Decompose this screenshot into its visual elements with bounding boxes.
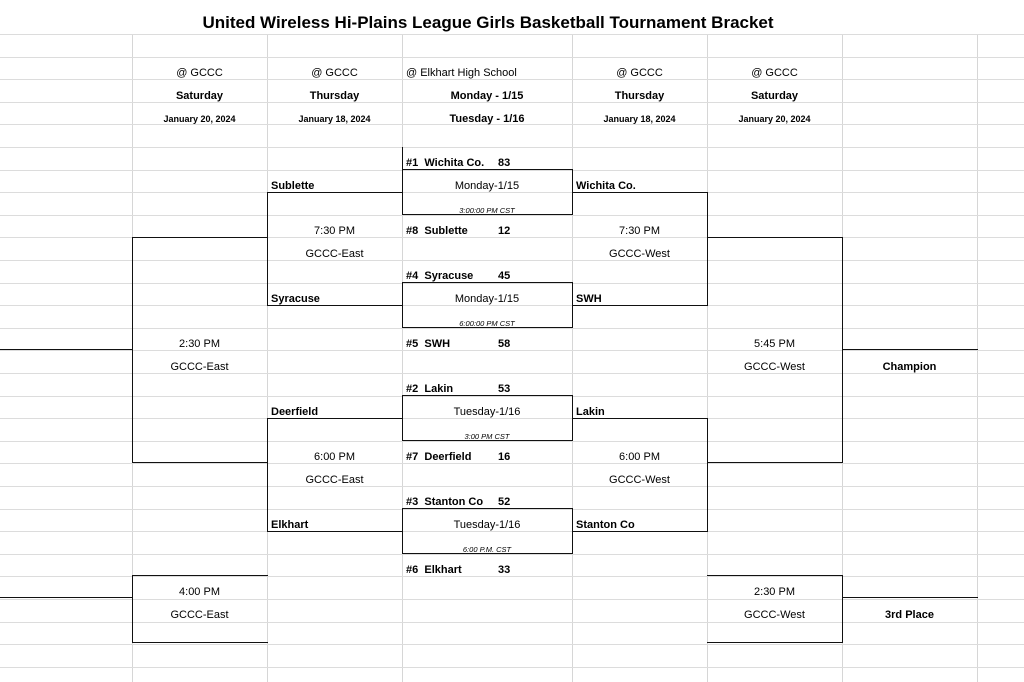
third-place-site: GCCC-East	[170, 609, 229, 621]
seed-score: 12	[498, 225, 511, 237]
semifinal-site: GCCC-East	[305, 474, 364, 486]
seed-team: Deerfield	[424, 451, 472, 463]
col1-day: Saturday	[175, 90, 224, 102]
seed-team: Elkhart	[424, 564, 462, 576]
seed-row: #8 Sublette 12	[406, 225, 510, 238]
game-time: 6:00 P.M. CST	[462, 545, 512, 554]
left-team-label: Syracuse	[271, 293, 320, 305]
left-team-label: Sublette	[271, 180, 315, 192]
col1-venue: @ GCCC	[176, 67, 223, 79]
right-team-label: Lakin	[576, 406, 605, 418]
semifinal-time: 7:30 PM	[314, 225, 355, 237]
champion-label: Champion	[882, 361, 937, 373]
game-time: 3:00:00 PM CST	[459, 206, 515, 215]
seed-score: 33	[498, 564, 511, 576]
seed-row: #3 Stanton Co 52	[406, 496, 510, 509]
third-place-time: 4:00 PM	[179, 586, 220, 598]
seed-team: Syracuse	[424, 270, 474, 282]
col4-date: January 18, 2024	[603, 114, 676, 124]
seed-row: #2 Lakin 53	[406, 383, 510, 396]
seed-row: #7 Deerfield 16	[406, 451, 510, 464]
seed-team: Stanton Co	[424, 496, 484, 508]
game-day: Tuesday-1/16	[453, 406, 521, 418]
third-place-site: GCCC-West	[744, 609, 805, 621]
seed-number: #5	[406, 338, 419, 350]
final-time: 2:30 PM	[179, 338, 220, 350]
seed-number: #2	[406, 383, 419, 395]
final-site: GCCC-East	[170, 361, 229, 373]
col3-venue: @ Elkhart High School	[406, 67, 517, 79]
left-team-label: Deerfield	[271, 406, 319, 418]
seed-row: #6 Elkhart 33	[406, 564, 510, 577]
seed-row: #5 SWH 58	[406, 338, 510, 351]
seed-score: 16	[498, 451, 511, 463]
seed-row: #1 Wichita Co. 83	[406, 157, 510, 170]
seed-number: #8	[406, 225, 419, 237]
right-team-label: SWH	[576, 293, 602, 305]
semifinal-site: GCCC-West	[609, 474, 670, 486]
seed-number: #4	[406, 270, 419, 282]
game-time: 3:00 PM CST	[464, 432, 510, 441]
seed-number: #1	[406, 157, 419, 169]
seed-team: Lakin	[424, 383, 454, 395]
left-team-label: Elkhart	[271, 519, 309, 531]
seed-number: #6	[406, 564, 419, 576]
col1-date: January 20, 2024	[163, 114, 236, 124]
right-team-label: Wichita Co.	[576, 180, 636, 192]
semifinal-time: 7:30 PM	[619, 225, 660, 237]
col4-day: Thursday	[614, 90, 665, 102]
seed-score: 58	[498, 338, 511, 350]
col5-day: Saturday	[750, 90, 799, 102]
seed-number: #7	[406, 451, 419, 463]
semifinal-time: 6:00 PM	[619, 451, 660, 463]
semifinal-site: GCCC-East	[305, 248, 364, 260]
final-time: 5:45 PM	[754, 338, 795, 350]
semifinal-time: 6:00 PM	[314, 451, 355, 463]
game-time: 6:00:00 PM CST	[459, 319, 515, 328]
semifinal-site: GCCC-West	[609, 248, 670, 260]
seed-team: SWH	[424, 338, 451, 350]
seed-score: 83	[498, 157, 511, 169]
bracket-title: United Wireless Hi-Plains League Girls B…	[202, 13, 774, 32]
seed-team: Wichita Co.	[424, 157, 485, 169]
final-site: GCCC-West	[744, 361, 805, 373]
game-day: Monday-1/15	[454, 293, 520, 305]
col2-venue: @ GCCC	[311, 67, 358, 79]
col2-date: January 18, 2024	[298, 114, 371, 124]
game-day: Tuesday-1/16	[453, 519, 521, 531]
col2-day: Thursday	[309, 90, 360, 102]
col3-date: Tuesday - 1/16	[449, 113, 525, 125]
seed-row: #4 Syracuse 45	[406, 270, 510, 283]
seed-score: 53	[498, 383, 511, 395]
seed-number: #3	[406, 496, 419, 508]
col5-venue: @ GCCC	[751, 67, 798, 79]
third-place-label: 3rd Place	[885, 609, 934, 621]
seed-score: 52	[498, 496, 511, 508]
right-team-label: Stanton Co	[576, 519, 635, 531]
col3-day: Monday - 1/15	[450, 90, 524, 102]
game-day: Monday-1/15	[454, 180, 520, 192]
col5-date: January 20, 2024	[738, 114, 811, 124]
seed-team: Sublette	[424, 225, 468, 237]
seed-score: 45	[498, 270, 511, 282]
col4-venue: @ GCCC	[616, 67, 663, 79]
third-place-time: 2:30 PM	[754, 586, 795, 598]
